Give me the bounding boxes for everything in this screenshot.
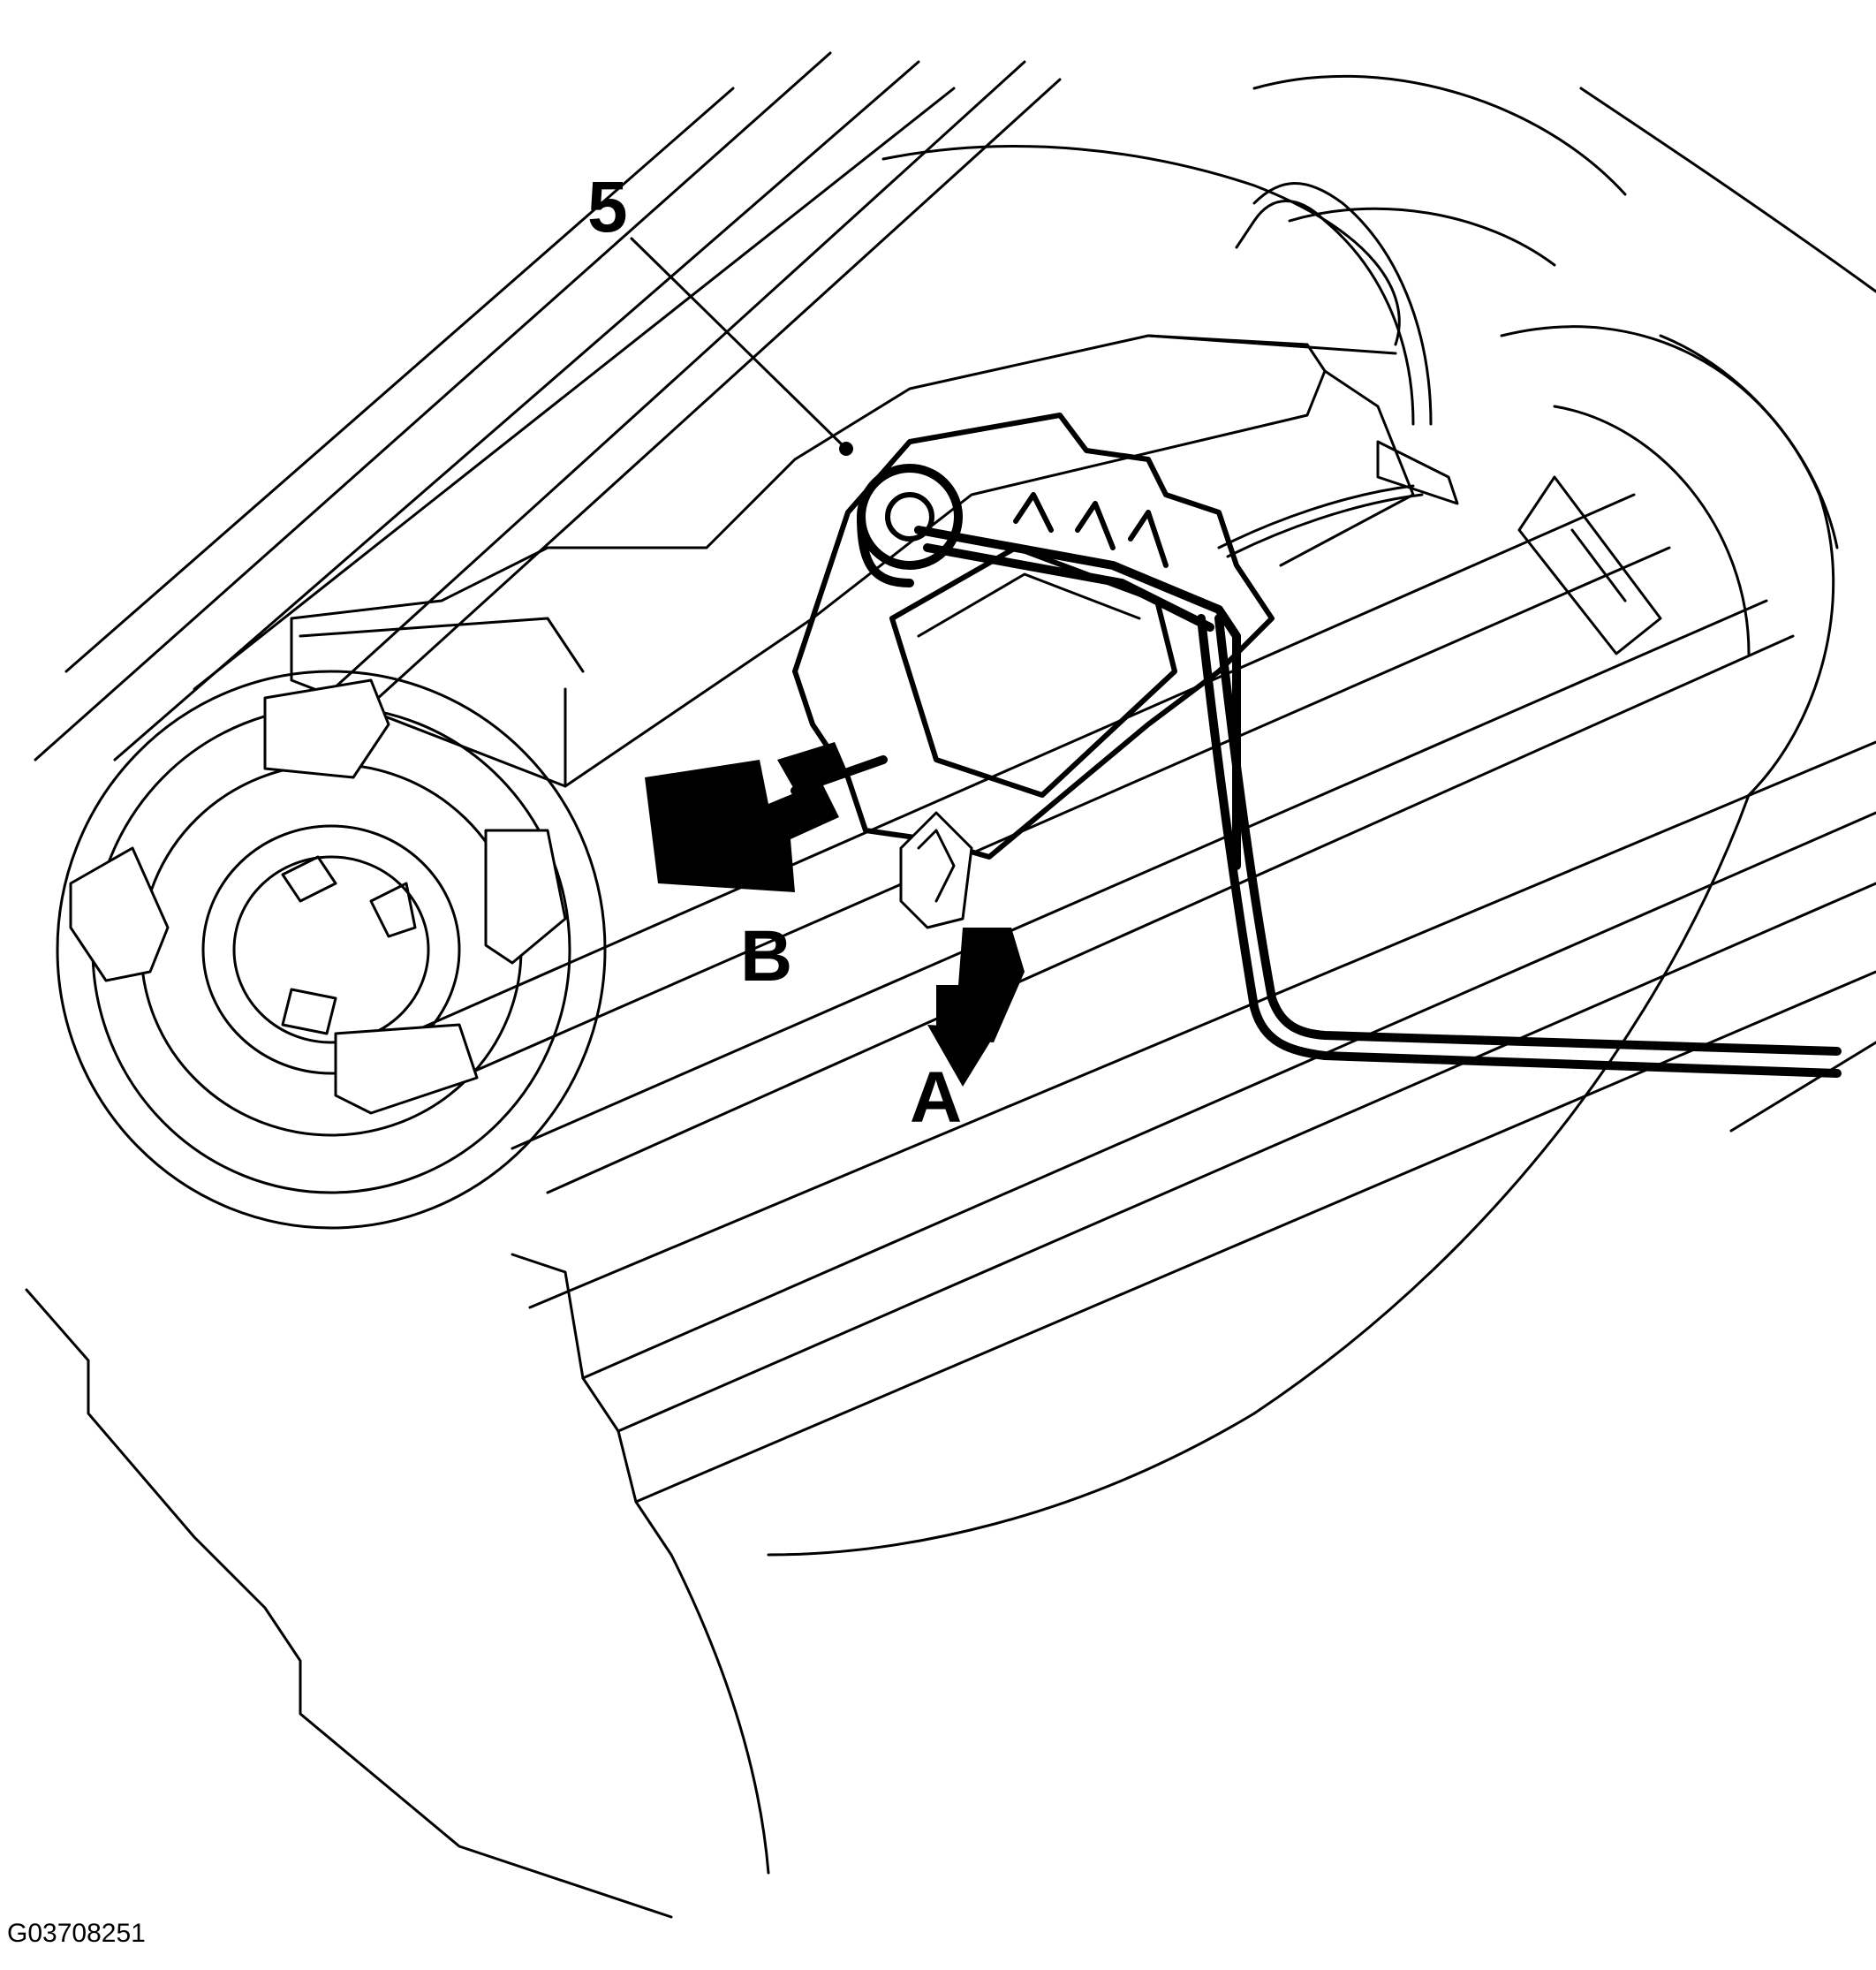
pump-module — [792, 182, 1842, 1078]
arrow-a-label: A — [910, 1057, 962, 1138]
tank-body — [25, 51, 1876, 1919]
callout-number: 5 — [587, 167, 628, 247]
arrow-a — [927, 928, 1025, 1087]
arrow-b-line — [790, 755, 888, 795]
figure-code: G03708251 — [7, 1919, 146, 1948]
arrow-b — [645, 742, 848, 892]
callout-5-leader — [630, 237, 853, 456]
filler-ring — [56, 670, 607, 1230]
arrow-b-label: B — [740, 916, 792, 996]
